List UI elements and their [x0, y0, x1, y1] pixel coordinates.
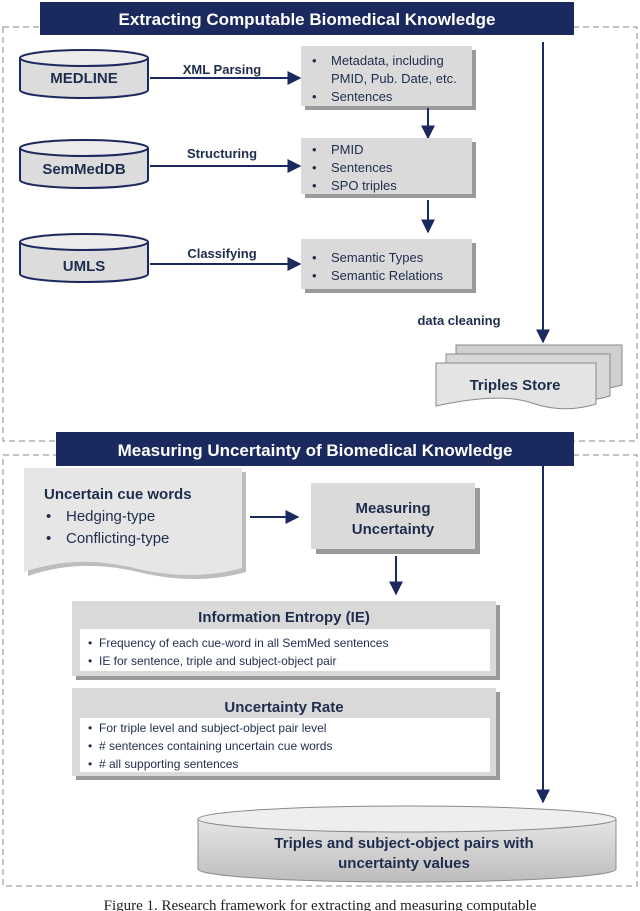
svg-text:# all supporting sentences: # all supporting sentences	[99, 757, 238, 771]
xml-parsing-label: XML Parsing	[183, 62, 262, 77]
svg-text:•: •	[88, 654, 92, 668]
svg-text:Sentences: Sentences	[331, 89, 393, 104]
svg-text:Uncertainty: Uncertainty	[352, 521, 435, 538]
svg-text:•: •	[312, 142, 317, 157]
output-database: Triples and subject-object pairs with un…	[197, 805, 617, 883]
figure-caption: Figure 1. Research framework for extract…	[103, 898, 537, 911]
svg-text:•: •	[88, 721, 92, 735]
svg-text:Semantic Types: Semantic Types	[331, 250, 424, 265]
svg-text:Information Entropy (IE): Information Entropy (IE)	[198, 609, 370, 626]
svg-text:Sentences: Sentences	[331, 160, 393, 175]
svg-text:•: •	[312, 268, 317, 283]
information-entropy-box: Information Entropy (IE) • Frequency of …	[72, 601, 500, 680]
svg-text:UMLS: UMLS	[63, 258, 106, 275]
svg-text:Measuring: Measuring	[355, 500, 430, 517]
svg-text:PMID, Pub. Date, etc.: PMID, Pub. Date, etc.	[331, 71, 457, 86]
svg-text:•: •	[312, 178, 317, 193]
bottom-section-frame	[2, 454, 638, 887]
svg-text:IE for sentence, triple and su: IE for sentence, triple and subject-obje…	[99, 654, 336, 668]
svg-text:uncertainty values: uncertainty values	[338, 855, 470, 872]
bottom-section-title: Measuring Uncertainty of Biomedical Know…	[118, 441, 513, 460]
svg-text:Metadata, including: Metadata, including	[331, 53, 444, 68]
data-cleaning-label: data cleaning	[417, 313, 500, 328]
umls-database: UMLS	[19, 233, 149, 283]
medline-database: MEDLINE	[19, 49, 149, 99]
svg-text:Conflicting-type: Conflicting-type	[66, 530, 169, 547]
svg-text:Semantic Relations: Semantic Relations	[331, 268, 443, 283]
svg-text:Triples and subject-object pai: Triples and subject-object pairs with	[274, 835, 533, 852]
cue-words-document: Uncertain cue words • Hedging-type • Con…	[24, 468, 246, 579]
semmed-output-box: • PMID • Sentences • SPO triples	[301, 138, 476, 198]
svg-text:•: •	[88, 757, 92, 771]
svg-text:Triples Store: Triples Store	[470, 377, 561, 394]
svg-text:Uncertain cue words: Uncertain cue words	[44, 486, 192, 503]
semmeddb-database: SemMedDB	[19, 139, 149, 189]
classifying-label: Classifying	[187, 246, 256, 261]
svg-text:•: •	[312, 53, 317, 68]
svg-text:•: •	[88, 636, 92, 650]
svg-text:SemMedDB: SemMedDB	[42, 161, 126, 178]
svg-text:PMID: PMID	[331, 142, 364, 157]
svg-text:MEDLINE: MEDLINE	[50, 70, 118, 87]
svg-text:# sentences containing uncerta: # sentences containing uncertain cue wor…	[99, 739, 332, 753]
svg-text:•: •	[312, 89, 317, 104]
svg-text:Hedging-type: Hedging-type	[66, 508, 155, 525]
svg-text:•: •	[312, 160, 317, 175]
svg-text:For triple level and subject-o: For triple level and subject-object pair…	[99, 721, 326, 735]
svg-text:•: •	[312, 250, 317, 265]
svg-text:•: •	[46, 530, 51, 547]
structuring-label: Structuring	[187, 146, 257, 161]
svg-text:Frequency of each cue-word in: Frequency of each cue-word in all SemMed…	[99, 636, 388, 650]
svg-text:•: •	[46, 508, 51, 525]
triples-store: Triples Store	[435, 344, 623, 410]
top-section-title: Extracting Computable Biomedical Knowled…	[119, 10, 496, 29]
metadata-box: • Metadata, including PMID, Pub. Date, e…	[301, 46, 476, 110]
uncertainty-rate-box: Uncertainty Rate • For triple level and …	[72, 688, 500, 780]
svg-text:SPO triples: SPO triples	[331, 178, 397, 193]
svg-text:•: •	[88, 739, 92, 753]
semantic-types-box: • Semantic Types • Semantic Relations	[301, 239, 476, 293]
measuring-uncertainty-box: Measuring Uncertainty	[311, 483, 480, 554]
svg-text:Uncertainty Rate: Uncertainty Rate	[224, 699, 343, 716]
